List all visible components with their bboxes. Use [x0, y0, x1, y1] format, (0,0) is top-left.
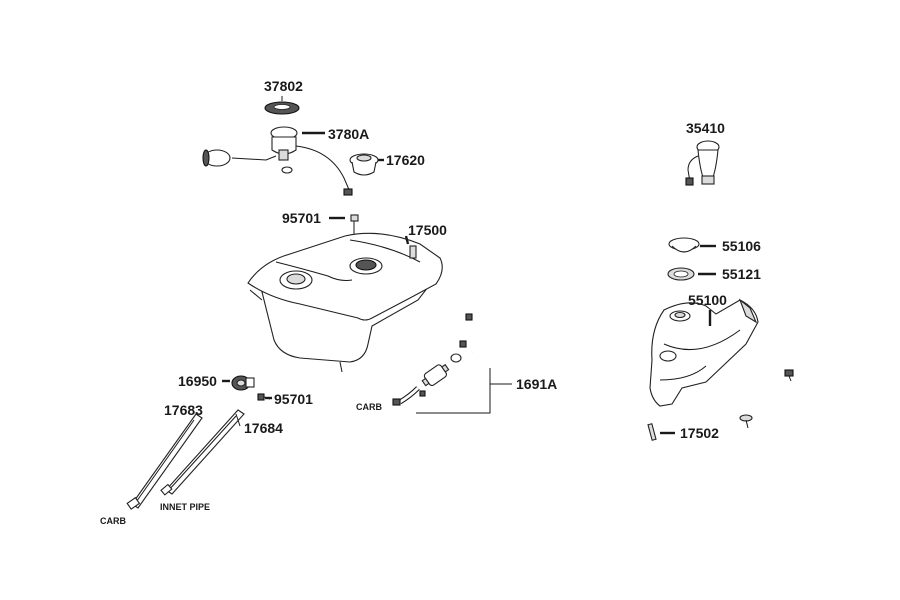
strap-17683: [126, 413, 203, 510]
screw-right-lower: [739, 414, 753, 429]
fuel-cock-16950: [231, 375, 255, 391]
label-17502: 17502: [680, 425, 719, 441]
bolt-17502: [647, 423, 657, 441]
plug-35410: [685, 140, 720, 186]
oil-tank-55100: [649, 298, 759, 407]
label-55100: 55100: [688, 292, 727, 308]
label-16950: 16950: [178, 373, 217, 389]
strap-17684: [160, 409, 245, 496]
label-35410: 35410: [686, 120, 725, 136]
label-17683: 17683: [164, 402, 203, 418]
fuel-sender-assembly: [202, 96, 384, 196]
bolt-95701-top: [350, 214, 359, 234]
leader-17500: [404, 235, 410, 245]
label-17684: 17684: [244, 420, 283, 436]
fuel-hose-kit-1691A: [392, 313, 512, 414]
fuel-tank-17500: [247, 232, 443, 373]
seal-55121: [667, 267, 695, 281]
lock-ring-37802: [264, 101, 300, 115]
label-innet-pipe: INNET PIPE: [160, 502, 210, 512]
fuel-cap-17620: [349, 153, 379, 176]
label-carb-hose: CARB: [356, 402, 382, 412]
label-3780A: 3780A: [328, 126, 369, 142]
label-17500: 17500: [408, 222, 447, 238]
label-37802: 37802: [264, 78, 303, 94]
label-95701-bottom: 95701: [274, 391, 313, 407]
oil-cap-55106: [668, 237, 700, 253]
label-95701-top: 95701: [282, 210, 321, 226]
label-1691A: 1691A: [516, 376, 557, 392]
label-carb-strap: CARB: [100, 516, 126, 526]
label-55121: 55121: [722, 266, 761, 282]
label-17620: 17620: [386, 152, 425, 168]
label-55106: 55106: [722, 238, 761, 254]
screw-right-upper: [784, 369, 794, 382]
sender-unit-3780A: [202, 126, 353, 196]
